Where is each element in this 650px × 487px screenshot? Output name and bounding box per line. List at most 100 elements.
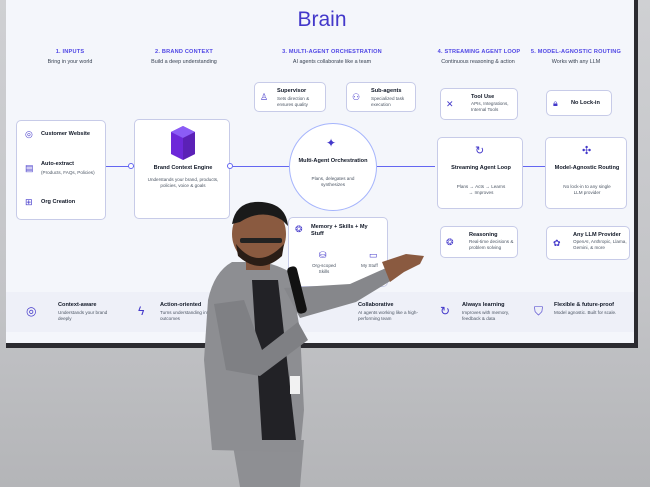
tool-use-box: ✕ Tool Use APIs, Integrations, Internal …: [440, 88, 518, 120]
subagents-label: Sub-agents: [371, 88, 402, 94]
presenter-glasses: [240, 238, 282, 243]
document-icon: ▤: [25, 163, 34, 173]
benefit-sub: AI agents working like a high-performing…: [358, 310, 419, 321]
microphone: [287, 266, 307, 314]
ai-icon: ✿: [553, 238, 561, 248]
network-icon: ✣: [582, 145, 592, 157]
brand-engine-sub: Understands your brand, products, polici…: [147, 177, 219, 188]
connector-brand-orchestration: [233, 166, 289, 167]
tools-icon: ✕: [446, 99, 454, 109]
benefit-sub: Understands your brand deeply: [58, 310, 108, 321]
column-sub-loop: Continuous reasoning & action: [441, 59, 515, 65]
slide-title: Brain: [297, 8, 347, 31]
connector-orchestration-loop: [377, 166, 435, 167]
reasoning-box: ❂ Reasoning Real-time decisions & proble…: [440, 226, 518, 258]
brand-engine-title: Brand Context Engine: [153, 165, 213, 171]
benefit-action-oriented: ϟ Action-oriented Turns understanding in…: [130, 296, 240, 328]
target-icon: ◎: [26, 304, 37, 318]
presenter-head: [232, 204, 286, 264]
connector-inputs-brand: [106, 166, 134, 167]
lanyard-badge: [290, 376, 300, 394]
shield-icon: ⛉: [534, 304, 544, 318]
column-header-loop: 4. STREAMING AGENT LOOP: [437, 49, 521, 55]
customer-website-label: Customer Website: [41, 131, 91, 137]
people-icon: ⚇: [352, 92, 361, 102]
benefit-title: Flexible & future-proof: [554, 302, 614, 308]
column-sub-orchestration: AI agents collaborate like a team: [292, 59, 372, 65]
agent-loop-title: Streaming Agent Loop: [451, 165, 511, 171]
presenter-beard: [236, 244, 284, 266]
presentation-screen: Brain 1. INPUTS Bring in your world 2. B…: [6, 0, 638, 348]
org-creation-label: Org Creation: [41, 199, 76, 205]
sparkle-icon: ✦: [326, 136, 337, 150]
auto-extract-sub: (Products, FAQs, Policies): [41, 170, 95, 175]
agent-loop-steps: Plans → Acts → Learns → Improves: [456, 184, 506, 195]
benefit-always-learning: ↻ Always learning Improves with memory, …: [436, 296, 532, 328]
any-llm-sub: OpenAI, Anthropic, Llama, Gemini, & more: [573, 239, 627, 250]
auto-extract-label: Auto-extract: [41, 161, 74, 167]
presenter-trousers: [232, 440, 304, 487]
refresh-icon: ↻: [440, 304, 451, 318]
column-sub-routing: Works with any LLM: [551, 59, 601, 65]
routing-box: ✣ Model-Agnostic Routing No lock-in to a…: [545, 137, 627, 209]
orchestration-title: Multi-Agent Orchestration: [298, 158, 368, 164]
any-llm-box: ✿ Any LLM Provider OpenAI, Anthropic, Ll…: [546, 226, 630, 260]
lock-icon: 🔒︎: [553, 98, 558, 108]
benefit-title: Collaborative: [358, 302, 394, 308]
database-icon: ⛁: [319, 250, 327, 260]
column-header-inputs: 1. INPUTS: [55, 49, 85, 55]
supervisor-box: ♙ Supervisor Sets direction & ensures qu…: [254, 82, 326, 112]
no-lock-label: No Lock-in: [571, 100, 600, 106]
orchestration-circle: ✦ Multi-Agent Orchestration Plans, deleg…: [289, 123, 377, 211]
refresh-icon: ↻: [475, 145, 485, 157]
column-header-orchestration: 3. MULTI-AGENT ORCHESTRATION: [282, 49, 382, 55]
presenter-hair: [232, 201, 288, 226]
column-sub-inputs: Bring in your world: [47, 59, 93, 65]
supervisor-sub: Sets direction & ensures quality: [277, 96, 310, 107]
brain-icon: ❂: [446, 237, 454, 247]
benefit-sub: Improves with memory, feedback & data: [462, 310, 510, 321]
globe-icon: ◎: [25, 129, 33, 139]
benefit-title: Action-oriented: [160, 302, 202, 308]
benefit-title: Context-aware: [58, 302, 97, 308]
person-icon: ♙: [260, 92, 269, 102]
any-llm-label: Any LLM Provider: [573, 232, 621, 238]
connector-loop-routing: [523, 166, 545, 167]
benefit-collaborative: Collaborative AI agents working like a h…: [336, 296, 436, 328]
connector-dot: [227, 163, 233, 169]
brand-context-box: Brand Context Engine Understands your br…: [134, 119, 230, 219]
my-stuff-label: My Stuff: [361, 263, 378, 268]
benefit-sub: Turns understanding into outcomes: [160, 310, 211, 321]
reasoning-sub: Real-time decisions & problem solving: [469, 239, 514, 250]
routing-title: Model-Agnostic Routing: [554, 165, 620, 171]
presenter-left-arm: [214, 300, 308, 376]
subagents-sub: Specialized task execution: [371, 96, 405, 107]
presenter-right-arm: [284, 268, 392, 318]
tool-use-sub: APIs, Integrations, Internal Tools: [471, 101, 509, 112]
org-chart-icon: ⊞: [25, 197, 33, 207]
inputs-box: ◎ Customer Website ▤ Auto-extract (Produ…: [16, 120, 106, 220]
subagents-box: ⚇ Sub-agents Specialized task execution: [346, 82, 416, 112]
benefit-title: Always learning: [462, 302, 505, 308]
routing-sub: No lock-in to any single LLM provider: [563, 184, 611, 195]
tool-use-label: Tool Use: [471, 94, 495, 100]
reasoning-label: Reasoning: [469, 232, 498, 238]
agent-loop-box: ↻ Streaming Agent Loop Plans → Acts → Le…: [437, 137, 523, 209]
orchestration-sub: Plans, delegates and synthesizes: [311, 176, 355, 187]
benefit-context-aware: ◎ Context-aware Understands your brand d…: [14, 296, 124, 328]
memory-label: Memory + Skills + My Stuff: [311, 224, 368, 237]
benefit-sub: Model agnostic. Built for scale.: [554, 310, 617, 315]
lightning-icon: ϟ: [138, 304, 145, 318]
benefit-flexible: ⛉ Flexible & future-proof Model agnostic…: [532, 296, 634, 328]
presenter-hand: [382, 254, 424, 282]
connector-dot: [128, 163, 134, 169]
no-lock-box: 🔒︎ No Lock-in: [546, 90, 612, 116]
supervisor-label: Supervisor: [277, 88, 307, 94]
column-header-routing: 5. MODEL-AGNOSTIC ROUTING: [530, 49, 622, 55]
brain-icon: ❂: [295, 224, 303, 234]
column-header-brand: 2. BRAND CONTEXT: [155, 49, 213, 55]
org-skills-label: Org-scoped Skills: [311, 263, 336, 274]
cube-icon: [171, 126, 195, 160]
folder-icon: ▭: [369, 250, 378, 260]
